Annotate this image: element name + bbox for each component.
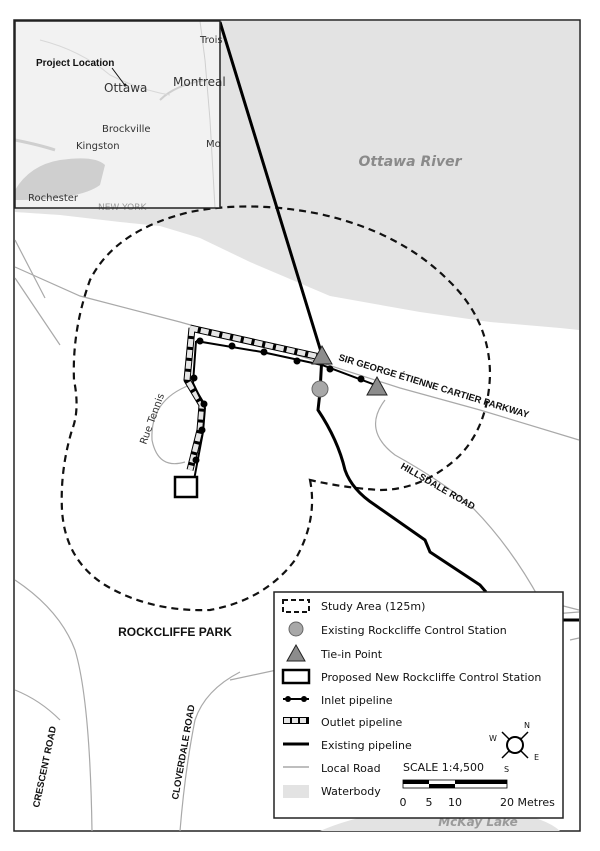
inset-city-rochester: Rochester bbox=[28, 193, 79, 204]
scale-tick-20: 20 Metres bbox=[500, 796, 555, 809]
scale-text: SCALE 1:4,500 bbox=[403, 761, 484, 774]
inset-city-ottawa: Ottawa bbox=[104, 81, 147, 95]
legend: Study Area (125m) Existing Rockcliffe Co… bbox=[273, 591, 564, 819]
legend-label-outlet: Outlet pipeline bbox=[321, 716, 402, 729]
legend-label-proposed-station: Proposed New Rockcliffe Control Station bbox=[321, 671, 541, 684]
legend-label-study-area: Study Area (125m) bbox=[321, 600, 425, 613]
local-roads bbox=[14, 239, 580, 832]
inset-project-location: Project Location bbox=[36, 58, 114, 69]
inlet-pipeline-nodes bbox=[190, 337, 365, 464]
inset-leader-line bbox=[111, 67, 125, 85]
ottawa-river bbox=[15, 21, 579, 330]
inset-map: Project Location Ottawa Montreal Brockvi… bbox=[14, 20, 226, 213]
inset-city-montreal: Montreal bbox=[173, 75, 226, 89]
compass-n: N bbox=[524, 721, 530, 730]
legend-label-tie-in: Tie-in Point bbox=[320, 648, 383, 661]
inset-city-mo: Mo bbox=[206, 139, 221, 150]
inset-project-dot bbox=[123, 83, 127, 87]
ottawa-river-label: Ottawa River bbox=[358, 154, 462, 170]
tie-in-point-2 bbox=[366, 375, 388, 396]
scale-tick-0: 0 bbox=[400, 796, 407, 809]
compass-s: S bbox=[504, 765, 509, 774]
legend-label-local-road: Local Road bbox=[321, 762, 381, 775]
existing-pipeline bbox=[218, 21, 488, 593]
inset-city-kingston: Kingston bbox=[76, 141, 120, 152]
legend-swatch-tie-in bbox=[286, 643, 306, 662]
legend-swatch-proposed-station bbox=[281, 668, 311, 685]
legend-label-waterbody: Waterbody bbox=[321, 785, 381, 798]
rockcliffe-park-label: ROCKCLIFFE PARK bbox=[118, 625, 232, 639]
legend-swatch-waterbody bbox=[283, 785, 309, 798]
proposed-control-station bbox=[173, 475, 199, 499]
scale-tick-10: 10 bbox=[448, 796, 462, 809]
legend-label-control-station: Existing Rockcliffe Control Station bbox=[321, 624, 507, 637]
study-area-boundary bbox=[60, 205, 492, 612]
scale-tick-5: 5 bbox=[426, 796, 433, 809]
compass-e: E bbox=[534, 753, 539, 762]
legend-swatch-study-area bbox=[282, 599, 310, 613]
compass-w: W bbox=[489, 734, 497, 743]
legend-label-inlet: Inlet pipeline bbox=[321, 694, 393, 707]
compass-icon: N E S W bbox=[489, 721, 539, 774]
existing-control-station bbox=[311, 380, 329, 398]
legend-swatch-control-station bbox=[288, 621, 304, 637]
legend-swatch-inlet bbox=[285, 696, 291, 702]
inset-city-trois: Trois bbox=[199, 35, 223, 46]
tie-in-point-1 bbox=[311, 344, 333, 365]
legend-label-existing: Existing pipeline bbox=[321, 739, 412, 752]
inset-city-brockville: Brockville bbox=[102, 124, 151, 135]
scale-bar bbox=[402, 779, 508, 789]
